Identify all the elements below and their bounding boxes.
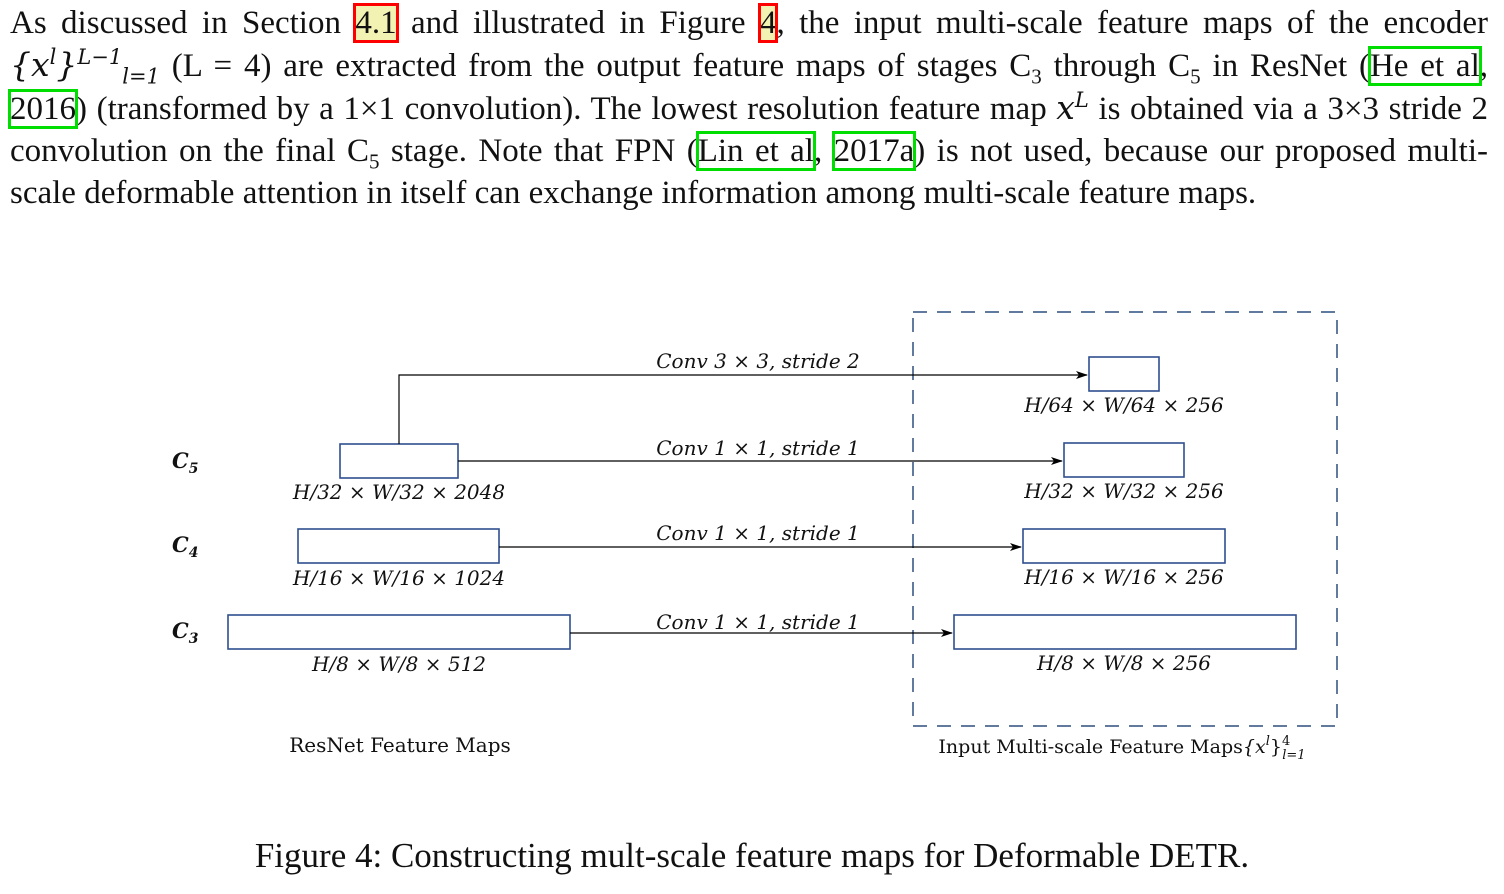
resnet-c4-box [297, 528, 500, 564]
resnet-c5-box [339, 443, 459, 479]
text-span: As discussed in Section [10, 5, 356, 41]
figure-4-diagram: C5 C4 C3 Conv 3 × 3, stride 2 Conv 1 × 1… [172, 311, 1338, 763]
math-x: x [1056, 88, 1075, 127]
math-sub: 5 [369, 149, 380, 174]
citation-lin-year-link[interactable]: 2017a [831, 131, 917, 171]
stage-label-c3: C3 [172, 618, 199, 647]
citation-he-link[interactable]: He et al [1367, 46, 1482, 86]
input-c5-dims: H/32 × W/32 × 256 [1023, 479, 1224, 503]
figure-link[interactable]: 4 [757, 3, 779, 43]
text-span: stage. Note that FPN ( [379, 133, 698, 169]
input-c3-box [953, 614, 1297, 650]
text-span: in ResNet ( [1200, 48, 1370, 84]
text-span: (L = 4) are extracted from the output fe… [159, 48, 1032, 84]
conv-label-c4: Conv 1 × 1, stride 1 [656, 521, 860, 545]
math-sup: l [49, 45, 57, 69]
conv-label-c3: Conv 1 × 1, stride 1 [656, 610, 860, 634]
stage-label-c4: C4 [172, 532, 198, 561]
conv-label-extra: Conv 3 × 3, stride 2 [656, 349, 860, 373]
text-span: ) is not used, because our proposed mult… [10, 133, 1489, 211]
text-span: and illustrated in Figure [396, 5, 760, 41]
math-feature-set: {xl}L−1l=1 [10, 45, 160, 87]
resnet-c3-dims: H/8 × W/8 × 512 [311, 652, 486, 676]
math-sub: 3 [1031, 64, 1042, 89]
text-span: , [1479, 48, 1488, 84]
input-extra-box [1088, 356, 1160, 392]
input-c5-box [1063, 442, 1185, 478]
citation-he-year-link[interactable]: 2016 [8, 89, 78, 129]
input-extra-dims: H/64 × W/64 × 256 [1023, 393, 1224, 417]
resnet-group-title: ResNet Feature Maps [289, 733, 511, 757]
math-symbol: {x [10, 45, 50, 84]
math-symbol: } [56, 45, 78, 84]
resnet-c5-dims: H/32 × W/32 × 2048 [292, 480, 505, 504]
resnet-c3-box [227, 614, 571, 650]
input-feature-maps-dashed-box [912, 311, 1338, 727]
text-span: through C [1041, 48, 1191, 84]
body-paragraph: As discussed in Section 4.1 and illustra… [8, 2, 1489, 214]
resnet-c4-dims: H/16 × W/16 × 1024 [292, 566, 505, 590]
text-span: is obtained via a 3×3 stride 2 convoluti… [10, 91, 1488, 169]
input-c3-dims: H/8 × W/8 × 256 [1036, 651, 1211, 675]
math-sub: 5 [1190, 64, 1201, 89]
math-sub: l=1 [122, 64, 160, 89]
section-link[interactable]: 4.1 [353, 3, 399, 43]
text-span: ) (transformed by a 1×1 convolution). Th… [76, 91, 1057, 127]
citation-lin-link[interactable]: Lin et al [695, 131, 816, 171]
input-c4-box [1022, 528, 1226, 564]
conv3x3-arrow [398, 371, 1088, 444]
text-span: , [813, 133, 834, 169]
input-c4-dims: H/16 × W/16 × 256 [1023, 565, 1224, 589]
stage-label-c5: C5 [172, 448, 198, 477]
figure-caption: Figure 4: Constructing mult-scale featur… [254, 836, 1250, 875]
math-sup: L−1 [77, 45, 123, 69]
text-span: , the input multi-scale feature maps of … [776, 5, 1488, 41]
conv-label-c5: Conv 1 × 1, stride 1 [656, 436, 860, 460]
math-sup: L [1074, 88, 1089, 112]
